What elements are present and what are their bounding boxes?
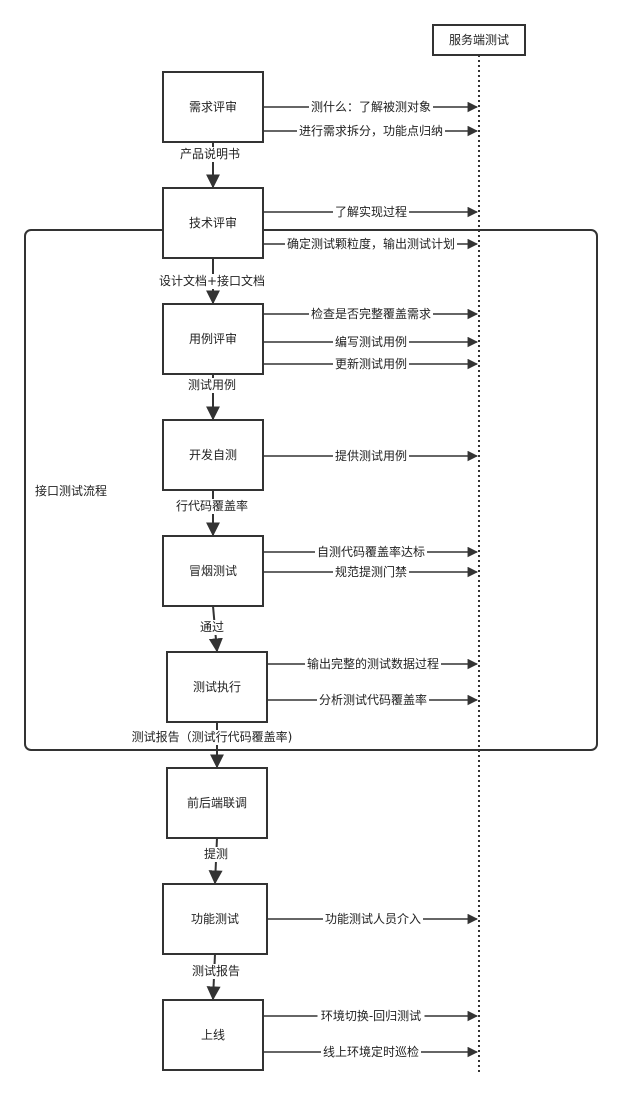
step-label-smoke: 冒烟测试 [189,563,237,578]
note-label-bg-func-0 [323,911,423,926]
step-label-exec: 测试执行 [193,679,241,694]
note-text-case-2: 更新测试用例 [335,356,407,371]
note-text-dev-0: 提供测试用例 [335,448,407,463]
flow-label-dev: 行代码覆盖率 [176,498,248,513]
note-text-func-0: 功能测试人员介入 [325,911,421,926]
note-label-bg-exec-1 [317,692,429,707]
step-label-case: 用例评审 [189,331,237,346]
note-label-bg-case-0 [309,306,433,321]
flow-label-case: 测试用例 [188,377,236,392]
note-text-tech-0: 了解实现过程 [335,204,407,219]
note-text-smoke-0: 自测代码覆盖率达标 [317,544,425,559]
note-text-req-1: 进行需求拆分，功能点归纳 [299,123,443,138]
note-text-req-0: 测什么：了解被测对象 [311,100,431,114]
step-label-joint: 前后端联调 [187,795,247,810]
flow-label-func: 测试报告 [192,963,240,978]
group-label: 接口测试流程 [35,483,107,498]
lane-header-title: 服务端测试 [449,32,509,47]
flow-label-bg-smoke [198,620,226,635]
flow-label-bg-exec [128,730,296,745]
note-text-live-1: 线上环境定时巡检 [323,1044,419,1059]
note-label-bg-smoke-0 [315,544,427,559]
note-label-bg-live-1 [321,1044,421,1059]
note-label-bg-case-1 [333,334,409,349]
group-boundary [24,229,598,751]
step-box-joint [166,767,268,839]
note-label-bg-tech-1 [285,236,457,251]
note-label-bg-req-1 [297,123,445,138]
flow-label-bg-case [186,378,238,393]
step-box-case [162,303,264,375]
step-box-live [162,999,264,1071]
flow-label-req: 产品说明书 [180,146,240,161]
flow-label-bg-joint [202,847,230,862]
step-label-dev: 开发自测 [189,447,237,462]
note-label-bg-req-0 [309,99,433,114]
note-text-case-1: 编写测试用例 [335,334,407,349]
note-label-bg-dev-0 [333,448,409,463]
note-text-live-0: 环境切换-回归测试 [321,1008,421,1023]
step-label-req: 需求评审 [189,99,237,114]
note-text-exec-1: 分析测试代码覆盖率 [319,692,427,707]
flow-label-bg-func [190,964,242,979]
step-label-tech: 技术评审 [189,215,237,230]
note-label-bg-tech-0 [333,204,409,219]
note-label-bg-smoke-1 [333,564,409,579]
flow-label-bg-dev [174,499,250,514]
step-label-func: 功能测试 [191,911,239,926]
flow-label-bg-tech [158,274,266,289]
note-text-tech-1: 确定测试颗粒度，输出测试计划 [287,236,455,251]
flow-label-bg-req [178,147,242,162]
flow-label-exec: 测试报告（测试行代码覆盖率) [132,729,293,744]
flow-label-joint: 提测 [204,846,228,861]
note-label-bg-live-0 [317,1008,425,1023]
note-label-bg-exec-0 [305,656,441,671]
flow-label-tech: 设计文档+接口文档 [159,273,265,288]
note-label-bg-case-2 [333,356,409,371]
flow-label-smoke: 通过 [200,620,224,634]
note-text-exec-0: 输出完整的测试数据过程 [307,656,439,671]
note-text-smoke-1: 规范提测门禁 [335,564,407,579]
step-label-live: 上线 [201,1028,225,1042]
note-text-case-0: 检查是否完整覆盖需求 [311,306,431,321]
